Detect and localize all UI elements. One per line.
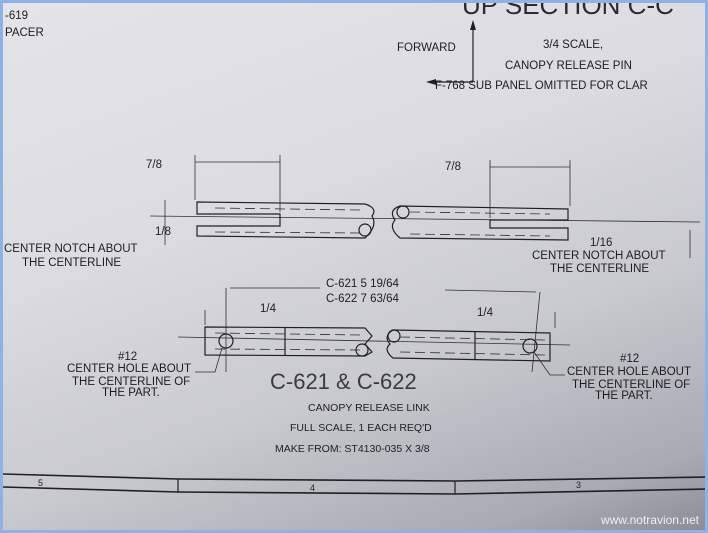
section-subtitle: CANOPY RELEASE PIN [505, 60, 632, 72]
hole-right-line1: CENTER HOLE ABOUT [567, 366, 691, 378]
zone-label-4: 4 [310, 483, 315, 493]
hole-left-size: #12 [118, 351, 137, 363]
technical-drawing: -619 PACER UP SECTION C-C FORWARD 3/4 SC… [3, 3, 705, 495]
border-zone-strip [3, 473, 705, 495]
link-offset-right: 1/4 [477, 307, 494, 319]
notch-left-line1: CENTER NOTCH ABOUT [4, 243, 138, 255]
hole-right-size: #12 [620, 353, 639, 365]
zone-label-3: 3 [576, 480, 581, 490]
link-title: C-621 & C-622 [270, 369, 417, 394]
link-offset-left: 1/4 [260, 303, 277, 315]
notch-right-size: 1/16 [590, 237, 612, 249]
link-material: MAKE FROM: ST4130-035 X 3/8 [275, 443, 430, 455]
zone-label-5: 5 [38, 478, 43, 488]
pin-dim-left: 7/8 [146, 159, 162, 171]
section-note: F-768 SUB PANEL OMITTED FOR CLAR [435, 80, 648, 92]
link-name: CANOPY RELEASE LINK [308, 402, 430, 414]
forward-arrow-icon [426, 20, 476, 85]
release-pin-drawing [149, 155, 701, 258]
notch-left-size: 1/8 [155, 226, 171, 238]
notch-right-line1: CENTER NOTCH ABOUT [532, 250, 666, 262]
watermark: www.notravion.net [600, 513, 699, 527]
corner-part-name: PACER [5, 27, 44, 39]
drawing-photo: -619 PACER UP SECTION C-C FORWARD 3/4 SC… [3, 3, 705, 530]
pin-dim-right: 7/8 [445, 161, 461, 173]
hole-right-line2: THE CENTERLINE OF [572, 379, 690, 391]
corner-part-number: -619 [5, 10, 28, 22]
link-length-c622: C-622 7 63/64 [326, 293, 399, 305]
hole-right-line3: THE PART. [595, 390, 653, 402]
section-scale: 3/4 SCALE, [543, 39, 603, 51]
hole-left-line2: THE CENTERLINE OF [72, 376, 190, 388]
link-length-c621: C-621 5 19/64 [326, 278, 399, 290]
hole-left-line3: THE PART. [102, 387, 160, 399]
release-link-drawing [177, 287, 571, 376]
forward-label: FORWARD [397, 42, 456, 54]
notch-left-line2: THE CENTERLINE [22, 257, 121, 269]
hole-left-line1: CENTER HOLE ABOUT [67, 363, 191, 375]
link-scale: FULL SCALE, 1 EACH REQ'D [290, 422, 432, 434]
section-title: UP SECTION C-C [462, 3, 674, 20]
notch-right-line2: THE CENTERLINE [550, 263, 649, 275]
